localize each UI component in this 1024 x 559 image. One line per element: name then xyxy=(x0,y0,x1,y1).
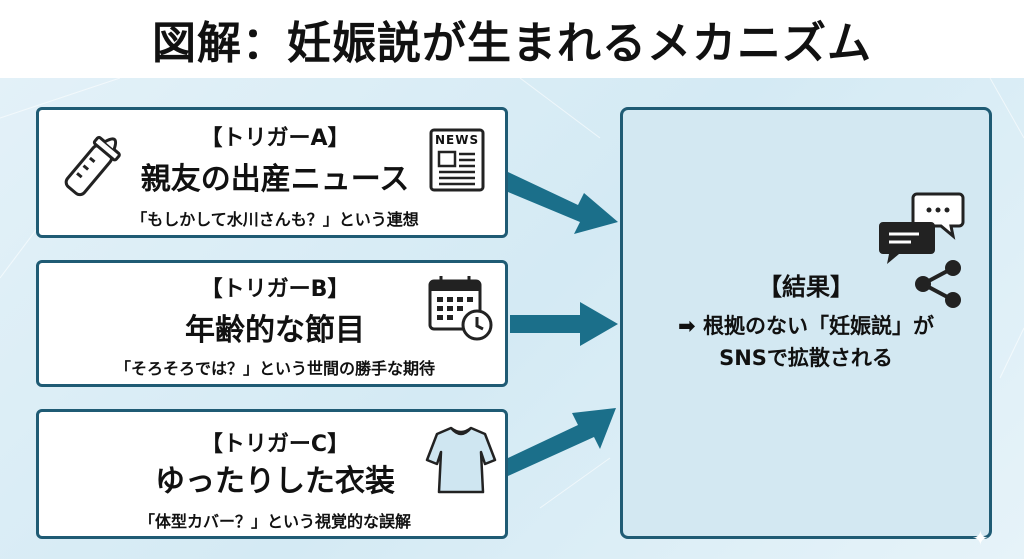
trigger-heading: ゆったりした衣装 xyxy=(155,464,395,499)
page-title: 図解：妊娠説が生まれるメカニズム xyxy=(152,18,872,69)
background-network-lines xyxy=(0,78,1024,509)
result-title: 【結果】 xyxy=(758,273,854,301)
chat-bubbles-icon xyxy=(879,192,965,264)
share-icon xyxy=(915,260,961,308)
arrow-b xyxy=(510,302,618,346)
trigger-subtext: 「そろそろでは？」という世間の勝手な期待 xyxy=(114,359,435,378)
trigger-subtext: 「体型カバー？」という視覚的な誤解 xyxy=(138,512,411,531)
trigger-tag: 【トリガーB】 xyxy=(200,277,350,302)
chat-share-icon-group xyxy=(879,192,965,308)
newspaper-icon: NEWS xyxy=(429,128,489,192)
sparkle-icon: ✦ xyxy=(972,526,989,550)
trigger-card-b: 【トリガーB】 年齢的な節目 「そろそろでは？」という世間の勝手な期待 xyxy=(36,260,508,387)
result-line-2: SNSで拡散される xyxy=(719,346,893,370)
trigger-heading: 年齢的な節目 xyxy=(185,313,365,348)
trigger-card-a: 【トリガーA】 親友の出産ニュース 「もしかして水川さんも？」という連想 NEW… xyxy=(36,107,508,238)
newspaper-label: NEWS xyxy=(435,133,480,147)
arrow-c xyxy=(508,408,616,476)
trigger-tag: 【トリガーA】 xyxy=(200,126,350,151)
trigger-heading: 親友の出産ニュース xyxy=(140,162,410,197)
trigger-tag: 【トリガーC】 xyxy=(200,432,350,457)
result-line-1: ➡ 根拠のない「妊娠説」が xyxy=(678,314,934,338)
loose-dress-icon xyxy=(425,426,497,494)
trigger-subtext: 「もしかして水川さんも？」という連想 xyxy=(131,210,419,229)
baby-bottle-icon xyxy=(64,135,121,197)
result-panel: 【結果】 ➡ 根拠のない「妊娠説」が SNSで拡散される xyxy=(620,107,992,539)
trigger-card-c: 【トリガーC】 ゆったりした衣装 「体型カバー？」という視覚的な誤解 xyxy=(36,409,508,539)
arrow-a xyxy=(508,172,618,234)
title-bar: 図解：妊娠説が生まれるメカニズム xyxy=(0,0,1024,78)
calendar-clock-icon xyxy=(428,276,493,341)
